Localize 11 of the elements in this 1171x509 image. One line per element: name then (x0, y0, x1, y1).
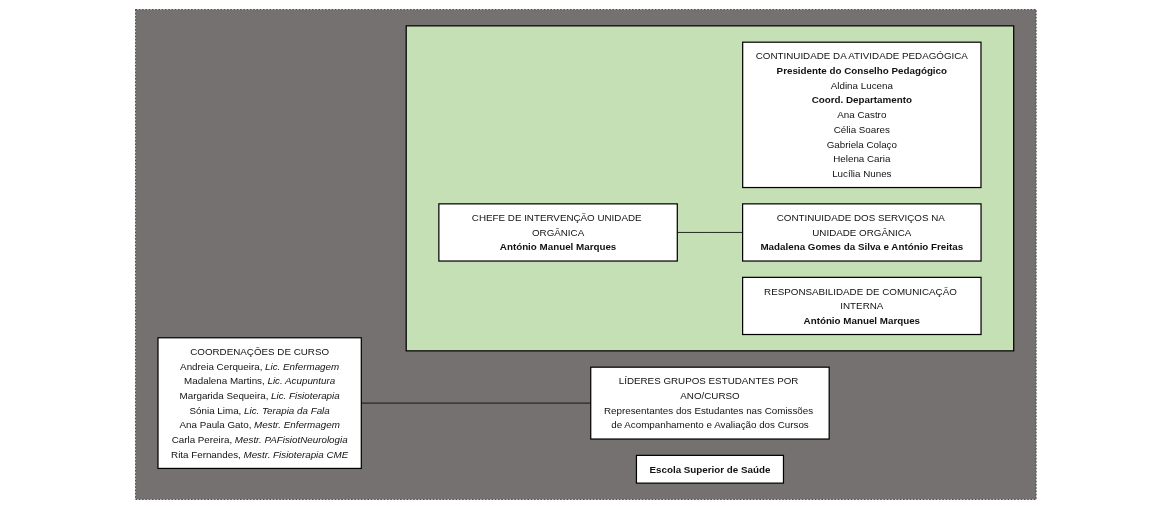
cluster (405, 25, 1014, 352)
node-box: RESPONSABILIDADE DE COMUNICAÇÃO INTERNA António Manuel Marques (741, 276, 982, 336)
node-box: CONTINUIDADE DA ATIVIDADE PEDAGÓGICA Presidente do Conselho Pedagógico Aldina Lucena Coord. Departamento Ana Castro Célia Soares Gabriela Colaço Helena Caria Lucília Nunes (741, 41, 982, 189)
node-box: CONTINUIDADE DOS SERVIÇOS NA UNIDADE ORGÂNICA Madalena Gomes da Silva e António Freitas (741, 203, 982, 262)
cluster (134, 9, 1037, 500)
node-box: Escola Superior de Saúde (635, 454, 784, 484)
connector (360, 402, 591, 404)
node-box: COORDENAÇÕES DE CURSO Andreia Cerqueira, Lic. Enfermagem Madalena Martins, Lic. Acupuntura Margarida Sequeira, Lic. Fisioterapia Sónia Lima, Lic. Terapia da Fala Ana Paula Gato, Mestr. Enfermagem Carla Pereira, Mestr. PAFisiotNeurologia Rita Fernandes, Mestr. Fisioterapia CME (157, 337, 362, 470)
node-box: CHEFE DE INTERVENÇÃO UNIDADE ORGÂNICA António Manuel Marques (437, 203, 678, 262)
node-box: LÍDERES GRUPOS ESTUDANTES POR ANO/CURSO Representantes dos Estudantes nas Comissões de Acompanhamento e Avaliação dos Cursos (589, 366, 830, 440)
connector (676, 232, 743, 233)
